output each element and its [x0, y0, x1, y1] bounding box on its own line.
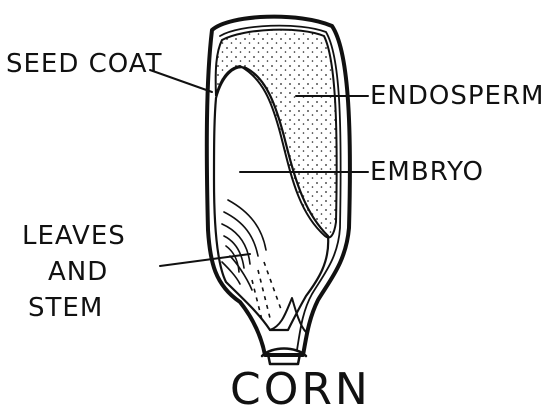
- leaves-and-stem-shape: [222, 200, 266, 290]
- leaves-label-line3: STEM: [28, 293, 103, 323]
- leaves-label-line1: LEAVES: [22, 221, 126, 251]
- leaves-label-line2: AND: [48, 257, 108, 287]
- diagram-caption: CORN: [230, 364, 371, 415]
- seed-coat-label: SEED COAT: [6, 49, 162, 79]
- radicle-dashes: [252, 262, 282, 320]
- embryo-label: EMBRYO: [370, 157, 484, 187]
- endosperm-label: ENDOSPERM: [370, 81, 544, 111]
- endosperm-region: [216, 30, 337, 238]
